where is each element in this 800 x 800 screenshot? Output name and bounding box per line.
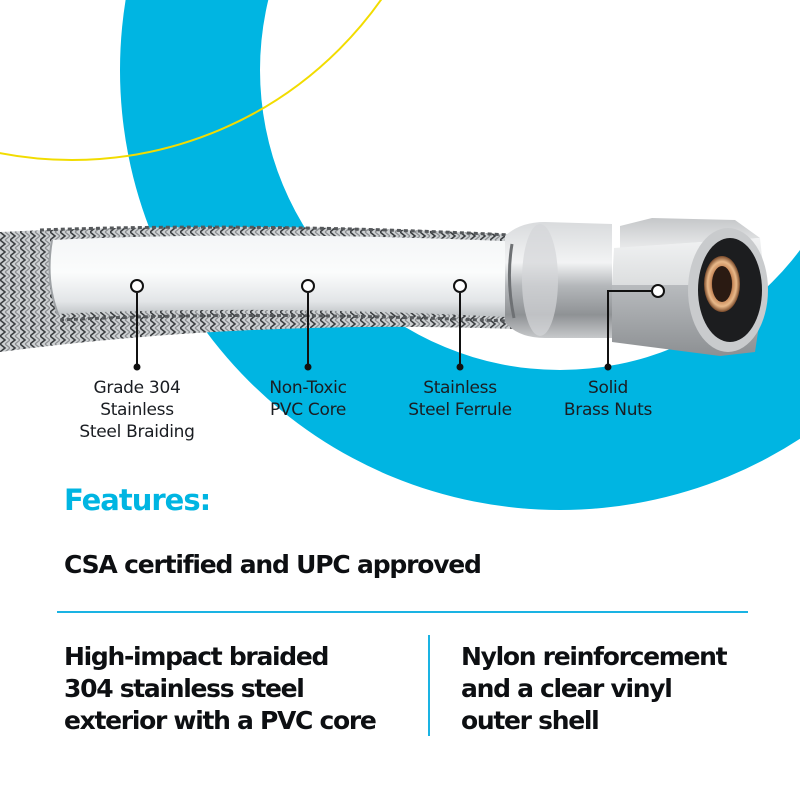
- hose-image: [0, 218, 768, 356]
- feature-line: 304 stainless steel: [64, 674, 305, 703]
- callout-label-line: Grade 304: [93, 378, 181, 398]
- callout-label-brass-nuts: Solid Brass Nuts: [543, 377, 673, 421]
- callout-label-line: Solid: [588, 378, 628, 398]
- decorative-yellow-arc: [0, 0, 383, 161]
- callout-label-line: PVC Core: [269, 400, 347, 420]
- callout-marker-brass-nuts: [651, 284, 665, 298]
- callout-label-line: Brass Nuts: [563, 400, 653, 420]
- callout-label-pvc-core: Non-Toxic PVC Core: [238, 377, 378, 421]
- callout-label-line: Stainless: [100, 400, 174, 420]
- callout-marker-pvc-core: [301, 279, 315, 293]
- feature-line: and a clear vinyl: [461, 674, 673, 703]
- callout-label-line: Steel Braiding: [79, 422, 195, 442]
- vertical-divider: [428, 635, 430, 736]
- feature-nylon-reinforcement: Nylon reinforcement and a clear vinyl ou…: [461, 641, 728, 737]
- feature-line: Nylon reinforcement: [461, 642, 728, 671]
- callout-label-ferrule: Stainless Steel Ferrule: [385, 377, 535, 421]
- callout-marker-ferrule: [453, 279, 467, 293]
- feature-line: outer shell: [461, 706, 600, 735]
- callout-label-braiding: Grade 304 Stainless Steel Braiding: [57, 377, 217, 443]
- feature-line: High-impact braided: [64, 642, 329, 671]
- certification-headline: CSA certified and UPC approved: [64, 550, 482, 579]
- decorative-blue-ring: [120, 0, 800, 510]
- callout-label-line: Steel Ferrule: [408, 400, 512, 420]
- callout-marker-braiding: [130, 279, 144, 293]
- features-heading: Features:: [64, 483, 211, 517]
- callout-label-line: Non-Toxic: [269, 378, 347, 398]
- callout-label-line: Stainless: [423, 378, 497, 398]
- feature-line: exterior with a PVC core: [64, 706, 377, 735]
- callout-line-brass-nuts: [607, 290, 651, 367]
- feature-braided-exterior: High-impact braided 304 stainless steel …: [64, 641, 377, 737]
- horizontal-divider: [57, 611, 748, 613]
